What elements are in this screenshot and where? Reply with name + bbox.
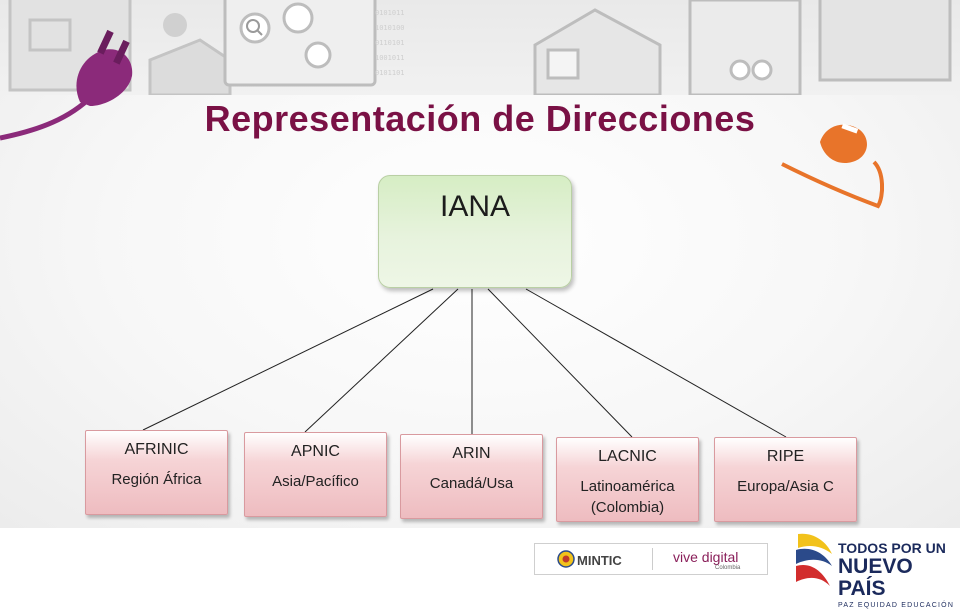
connector-apnic: [304, 288, 459, 433]
campaign-logo: TODOS POR UN NUEVO PAÍS PAZ EQUIDAD EDUC…: [838, 540, 958, 609]
node-region: Europa/Asia C: [737, 478, 834, 495]
node-name: RIPE: [766, 448, 805, 465]
shopping-cart-icon: [223, 0, 377, 87]
connector-lacnic: [487, 288, 633, 438]
node-region: Región África: [111, 471, 202, 488]
svg-text:1010100: 1010100: [375, 24, 405, 32]
afrinic-node: AFRINIC Región África: [85, 430, 228, 515]
node-name: APNIC: [291, 443, 340, 460]
node-region: Latinoamérica (Colombia): [580, 478, 675, 516]
logo-divider: [652, 548, 653, 570]
node-region: Canadá/Usa: [429, 475, 514, 492]
vive-digital-subtext: Colombia: [715, 565, 741, 571]
svg-text:0101011: 0101011: [375, 9, 405, 17]
lacnic-node: LACNIC Latinoamérica (Colombia): [556, 437, 699, 522]
arin-node: ARIN Canadá/Usa: [400, 434, 543, 519]
apnic-node: APNIC Asia/Pacífico: [244, 432, 387, 517]
connector-afrinic: [142, 288, 434, 431]
connector-ripe: [525, 288, 787, 438]
iana-node: IANA: [378, 175, 572, 288]
ripe-node: RIPE Europa/Asia C: [714, 437, 857, 522]
node-region: Asia/Pacífico: [272, 473, 359, 490]
power-plug-icon: [781, 123, 885, 209]
house-illustration-icon: [533, 8, 662, 95]
slide-title: Representación de Direcciones: [204, 98, 756, 139]
campaign-line-3: PAZ EQUIDAD EDUCACIÓN: [838, 602, 955, 609]
campaign-line-1: TODOS POR UN: [838, 540, 946, 556]
colombia-flag-swoosh-icon: [796, 533, 832, 586]
magnifier-icon: [246, 19, 263, 36]
svg-text:0101101: 0101101: [375, 69, 405, 77]
svg-text:0110101: 0110101: [375, 39, 405, 47]
node-name: AFRINIC: [124, 441, 189, 458]
node-name: ARIN: [452, 445, 491, 462]
iana-label: IANA: [439, 190, 511, 223]
vive-digital-logo-text: vive digital: [673, 549, 739, 565]
campaign-line-2: NUEVO PAÍS: [838, 555, 913, 600]
power-plug-icon: [0, 29, 133, 141]
mintic-logo-strip: MINTIC vive digital Colombia: [534, 543, 768, 575]
node-name: LACNIC: [598, 448, 657, 465]
header-illustration: 0101011 1010100 0110101 1001011 0101101: [0, 0, 960, 95]
svg-text:1001011: 1001011: [375, 54, 405, 62]
mintic-logo-text: MINTIC: [577, 553, 622, 568]
colombia-seal-icon: [557, 550, 575, 568]
